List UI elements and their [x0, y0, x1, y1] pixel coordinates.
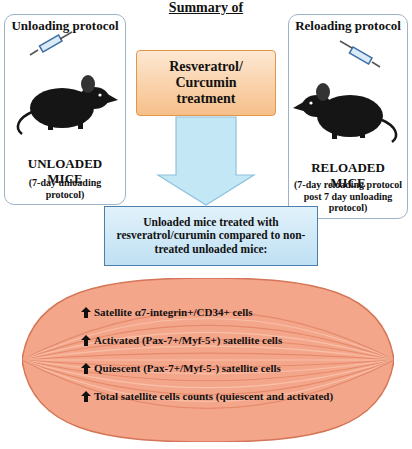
- increase-arrow: [81, 363, 91, 374]
- node-heading: Resveratrol/ Curcumin treatment: [151, 59, 261, 107]
- increase-arrow: [81, 307, 91, 318]
- result-box: Unloaded mice treated with resveratrol/c…: [104, 206, 318, 266]
- protocol-box: Reloading protocolRELOADED MICE(7-day re…: [288, 14, 408, 219]
- node-heading: Reloading protocol: [293, 19, 403, 34]
- right-mouse: [293, 83, 396, 142]
- node-text: (7-day unloading protocol): [9, 177, 121, 200]
- right-syringe: [340, 41, 380, 67]
- node-heading: Unloaded mice treated with resveratrol/c…: [113, 216, 309, 256]
- node-text: Activated (Pax-7+/Myf-5+) satellite cell…: [94, 334, 282, 347]
- increase-arrow: [81, 335, 91, 346]
- muscle-shape: Satellite α7-integrin+/CD34+ cellsActiva…: [22, 278, 394, 442]
- increase-arrow: [81, 391, 91, 402]
- node-heading: Unloading protocol: [9, 19, 121, 34]
- left-mouse: [18, 75, 118, 134]
- protocol-box: Unloading protocolUNLOADED MICE(7-day un…: [4, 14, 126, 205]
- node-text: Quiescent (Pax-7+/Myf-5-) satellite cell…: [94, 362, 281, 375]
- block-arrow: [158, 117, 254, 205]
- node-heading: Satellite α7-integrin+/CD34+ cells: [94, 306, 253, 319]
- muscle-illustration: [22, 278, 394, 442]
- left-syringe: [30, 32, 72, 55]
- treatment-box: Resveratrol/ Curcumin treatment: [136, 50, 276, 116]
- node-text: Total satellite cells counts (quiescent …: [94, 390, 333, 403]
